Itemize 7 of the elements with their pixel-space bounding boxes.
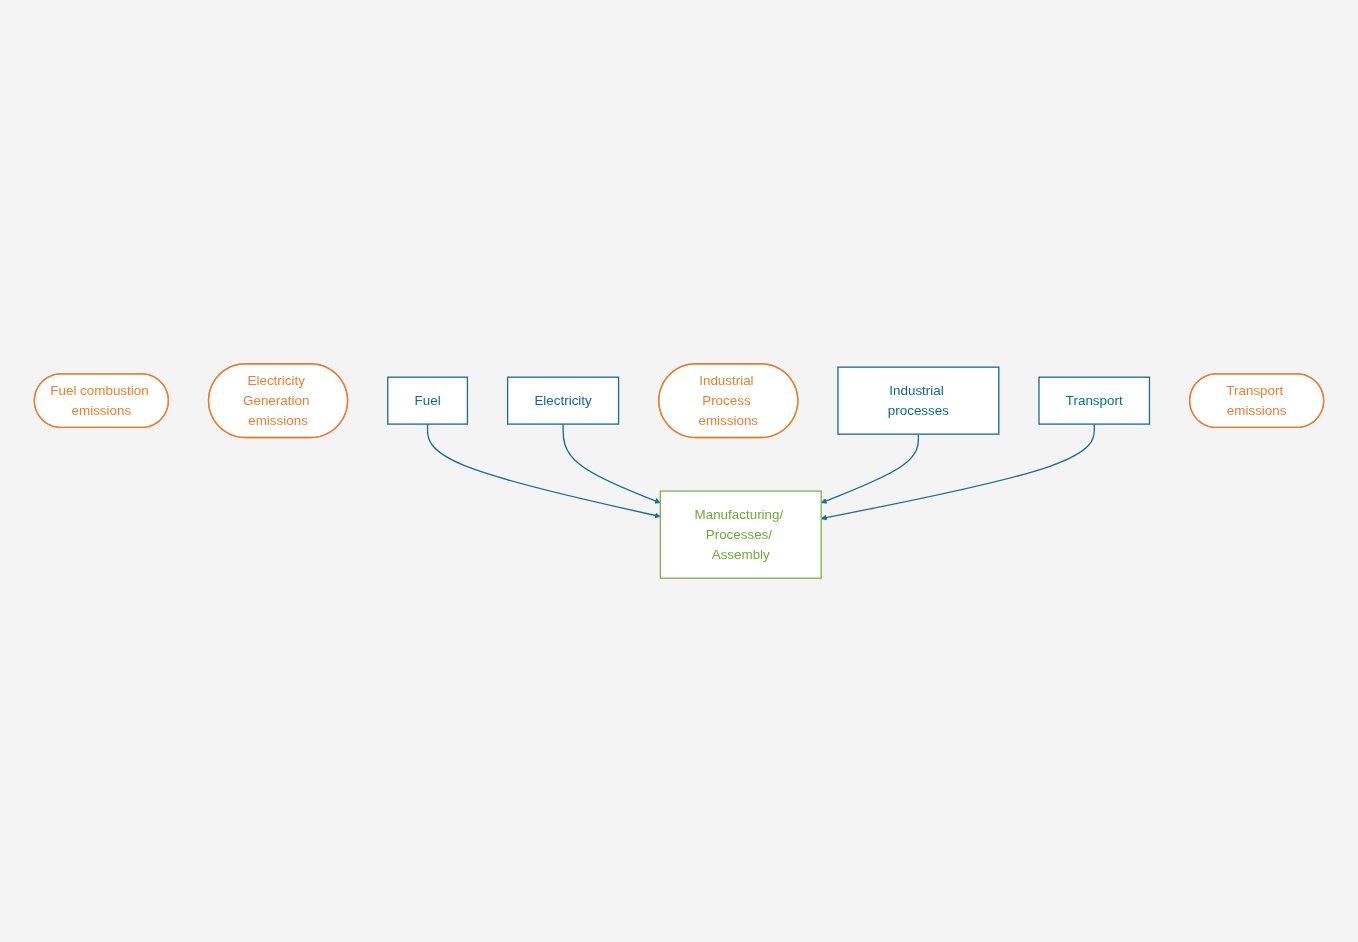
arrow (426, 423, 661, 519)
arrow (562, 423, 661, 504)
node-box: Transport (1038, 376, 1151, 425)
node-box: Manufacturing/ Processes/ Assembly (659, 490, 822, 579)
node-box: Industrial processes (837, 366, 1000, 435)
node-box: Electricity (506, 376, 620, 425)
node-box: Fuel (387, 376, 469, 425)
